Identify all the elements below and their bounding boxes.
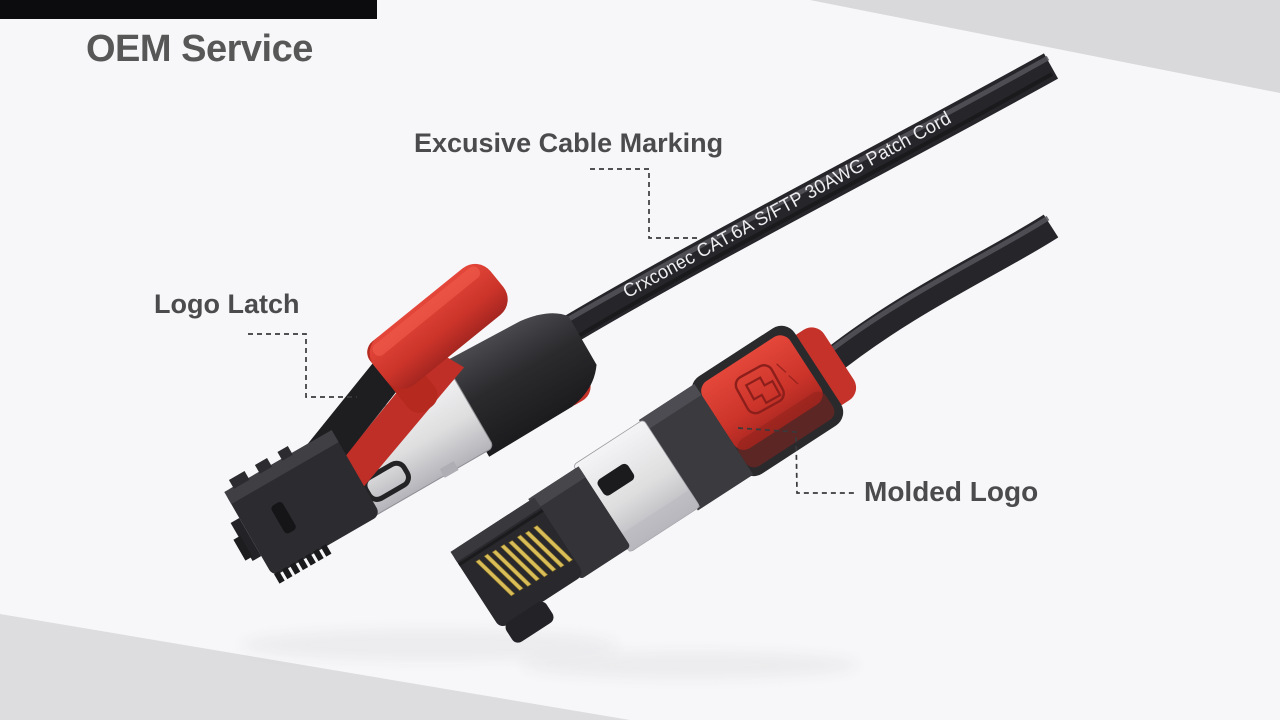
left-rj45-connector [224,263,597,584]
right-rj45-connector [450,325,857,643]
bottom-latch-tab [505,601,554,643]
collar-ring [789,327,857,408]
cable-body [817,214,1059,377]
molded-logo-emblem [734,363,799,415]
callout-line-logo-latch [248,333,357,398]
logo-latch-clip [367,263,508,413]
cable-shade-edge [568,72,1053,343]
head-slot [271,502,296,534]
shield-slot [597,463,635,496]
cable-highlight [820,215,1050,359]
cable-highlight [560,55,1050,326]
right-connector-shadow [520,651,860,679]
top-right-gray-panel [810,0,1280,93]
molded-logo-panel [701,335,823,450]
top-accent-bar [0,0,377,19]
right-patch-cable [817,214,1059,377]
label-logo-latch: Logo Latch [154,289,300,319]
callout-line-cable-marking [590,168,699,239]
gold-pins [475,525,573,597]
plug-head [450,497,582,643]
callout-line-molded-logo [737,427,854,494]
page-title: OEM Service [86,28,313,70]
contact-teeth [274,544,332,584]
plug-head [224,429,378,584]
label-molded-logo: Molded Logo [864,476,1039,507]
cable-body [558,53,1059,345]
label-cable-marking: Excusive Cable Marking [414,128,724,158]
left-patch-cable [558,53,1059,345]
rear-dark-section [639,383,754,511]
mid-black-section [528,466,630,579]
bottom-left-gray-panel [0,614,630,720]
